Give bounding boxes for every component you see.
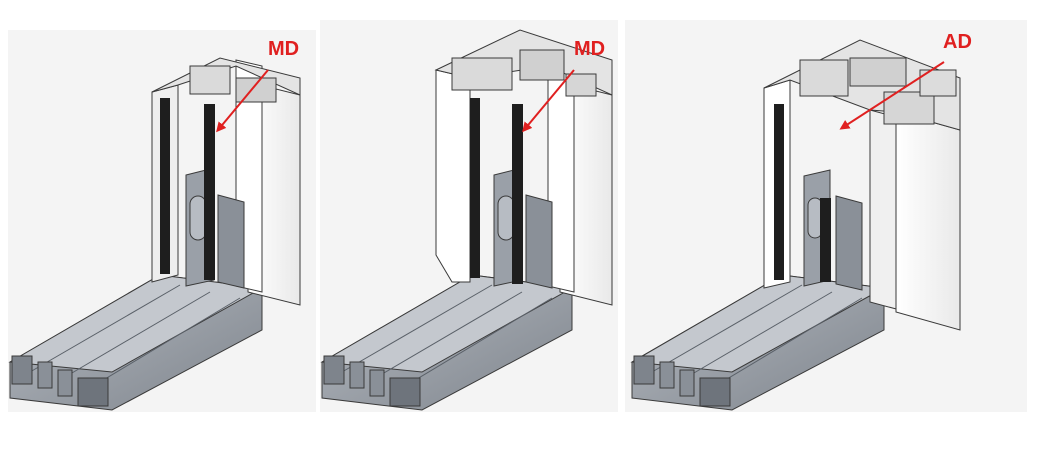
panel-2-md-profile: MD xyxy=(320,20,618,412)
panel-1-arrow xyxy=(216,69,269,133)
panel-1-sill-track xyxy=(8,274,264,411)
panel-1-seal-md xyxy=(204,104,215,280)
panel-3-seal-ad xyxy=(820,198,831,282)
panel-1-label: MD xyxy=(268,38,299,60)
panel-1-md-profile: MD xyxy=(8,30,316,412)
panel-1-frame-wall xyxy=(151,57,301,306)
panel-3-sill-track xyxy=(630,274,886,411)
panel-2-arrow xyxy=(522,69,575,133)
panel-3-seal-left xyxy=(774,104,784,280)
panel-2-sill-track xyxy=(320,274,574,411)
panel-2-seal-left xyxy=(470,98,480,278)
panel-3-label: AD xyxy=(943,31,972,53)
panel-3-arrow xyxy=(839,61,945,130)
panel-2-frame-wall xyxy=(434,29,613,306)
panel-1-seal-left xyxy=(160,98,170,274)
panel-3-ad-profile: AD xyxy=(625,20,1027,412)
panel-2-seal-md xyxy=(512,104,523,284)
panel-2-label: MD xyxy=(574,38,605,60)
